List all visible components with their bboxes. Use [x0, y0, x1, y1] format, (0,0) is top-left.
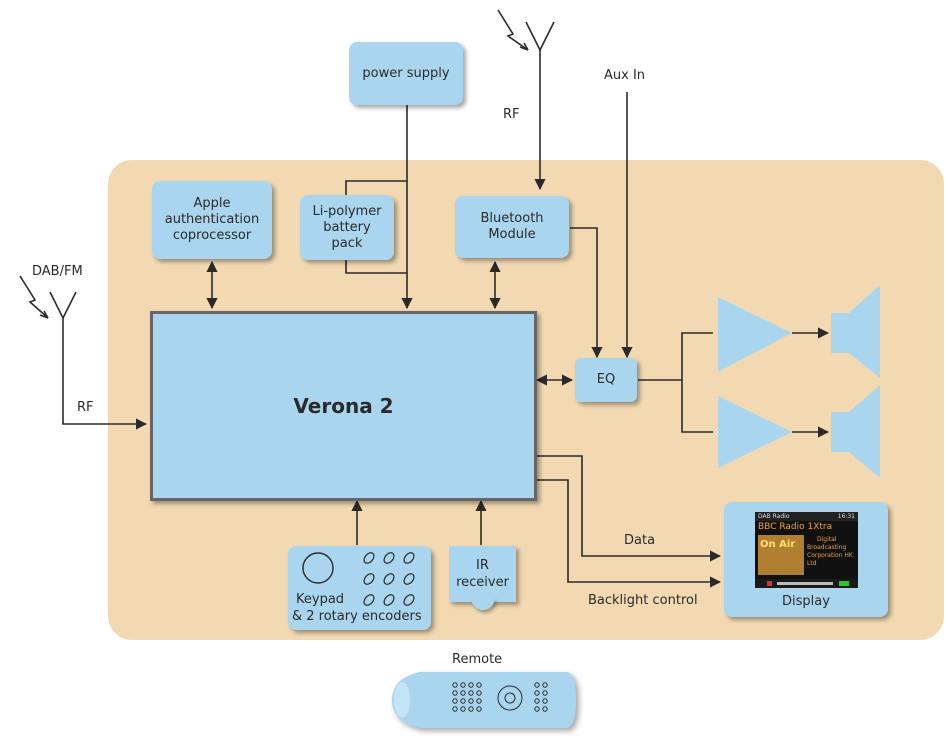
backlight-line	[537, 479, 722, 588]
speaker-bottom-icon	[831, 385, 880, 478]
screen-dls-line1: Digital	[817, 536, 837, 543]
remote-label: Remote	[452, 652, 503, 667]
bluetooth-block: Bluetooth Module	[455, 196, 569, 258]
battery-line2: battery	[323, 219, 371, 235]
bt-eq-line	[570, 227, 603, 359]
aux-in-label: Aux In	[604, 68, 646, 83]
rf-top-label: RF	[503, 107, 520, 122]
eq-amp-line	[638, 332, 713, 433]
bluetooth-line2: Module	[488, 227, 536, 242]
screen-dls-line3: Corporation HK	[807, 552, 853, 559]
screen-header: DAB Radio 16:31	[755, 512, 858, 521]
battery-line1: Li-polymer	[312, 203, 382, 219]
keypad-block: Keypad & 2 rotary encoders	[288, 546, 431, 630]
ir-receiver-block: IR receiver	[449, 546, 516, 602]
speaker-top-icon	[831, 285, 880, 378]
display-label: Display	[782, 594, 830, 609]
eq-text: EQ	[596, 372, 616, 387]
verona-title: Verona 2	[293, 394, 394, 418]
data-line	[537, 455, 722, 562]
screen-dls-line4: Ltd	[807, 560, 817, 567]
dab-fm-label: DAB/FM	[32, 264, 83, 279]
power-supply-block: power supply	[349, 42, 463, 105]
eq-block: EQ	[575, 358, 637, 402]
data-label: Data	[624, 533, 656, 548]
apple-auth-line2: authentication	[164, 212, 260, 227]
display-screen: DAB Radio 16:31 BBC Radio 1Xtra On Air D…	[755, 512, 858, 588]
screen-signal-icon	[839, 581, 849, 586]
screen-header-right: 16:31	[837, 513, 855, 520]
screen-header-left: DAB Radio	[758, 513, 790, 520]
battery-line3: pack	[331, 235, 363, 251]
keypad-controls-icon	[302, 552, 415, 606]
ir-lens-icon	[471, 598, 495, 610]
verona-block: Verona 2	[150, 311, 537, 501]
apple-auth-line3: coprocessor	[172, 228, 252, 243]
backlight-label: Backlight control	[588, 593, 698, 608]
screen-status-bar	[755, 579, 858, 588]
bluetooth-line1: Bluetooth	[480, 211, 544, 226]
keypad-line2: & 2 rotary encoders	[292, 609, 422, 624]
screen-controls-icon	[777, 582, 833, 585]
screen-dls-line2: Broadcasting	[807, 544, 847, 551]
screen-volume-icon	[767, 581, 772, 586]
rf-left-label: RF	[77, 400, 94, 415]
ir-line2: receiver	[456, 575, 509, 590]
ir-line1: IR	[476, 558, 489, 573]
power-supply-text: power supply	[362, 65, 450, 81]
screen-station: BBC Radio 1Xtra	[758, 522, 833, 532]
screen-dls: Digital Broadcasting Corporation HK Ltd	[807, 536, 853, 568]
screen-artwork: On Air	[758, 535, 804, 575]
battery-block: Li-polymer battery pack	[300, 195, 394, 260]
keypad-line1: Keypad	[296, 592, 345, 607]
rf-left-line	[62, 318, 148, 430]
antenna-left-icon	[19, 275, 77, 319]
antenna-top-icon	[497, 9, 555, 51]
amplifier-top-icon	[718, 297, 792, 372]
amplifier-bottom-icon	[718, 396, 792, 468]
apple-auth-block: Apple authentication coprocessor	[152, 181, 272, 259]
apple-auth-line1: Apple	[193, 196, 231, 211]
display-block: DAB Radio 16:31 BBC Radio 1Xtra On Air D…	[724, 502, 888, 617]
screen-on-air: On Air	[760, 539, 796, 550]
